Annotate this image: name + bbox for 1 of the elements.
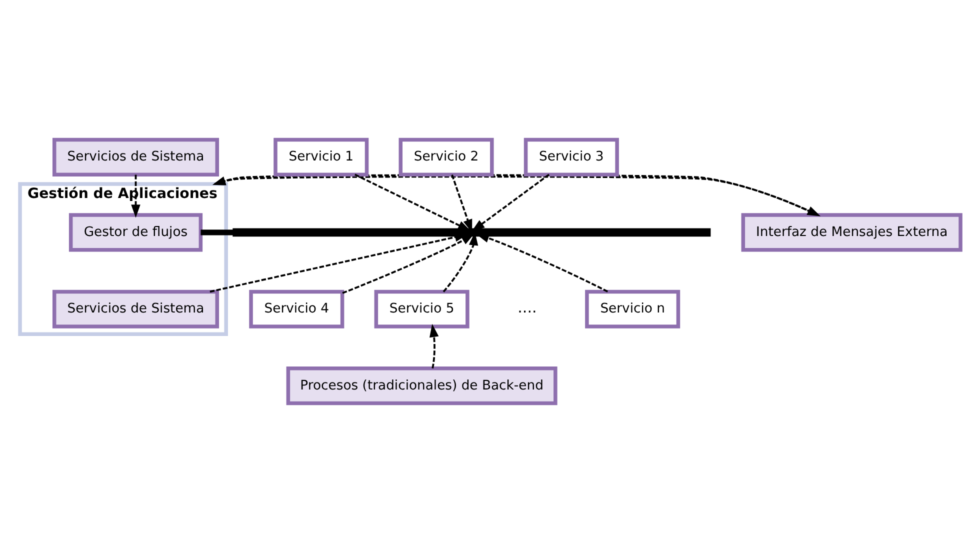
label: .... [518,298,537,317]
